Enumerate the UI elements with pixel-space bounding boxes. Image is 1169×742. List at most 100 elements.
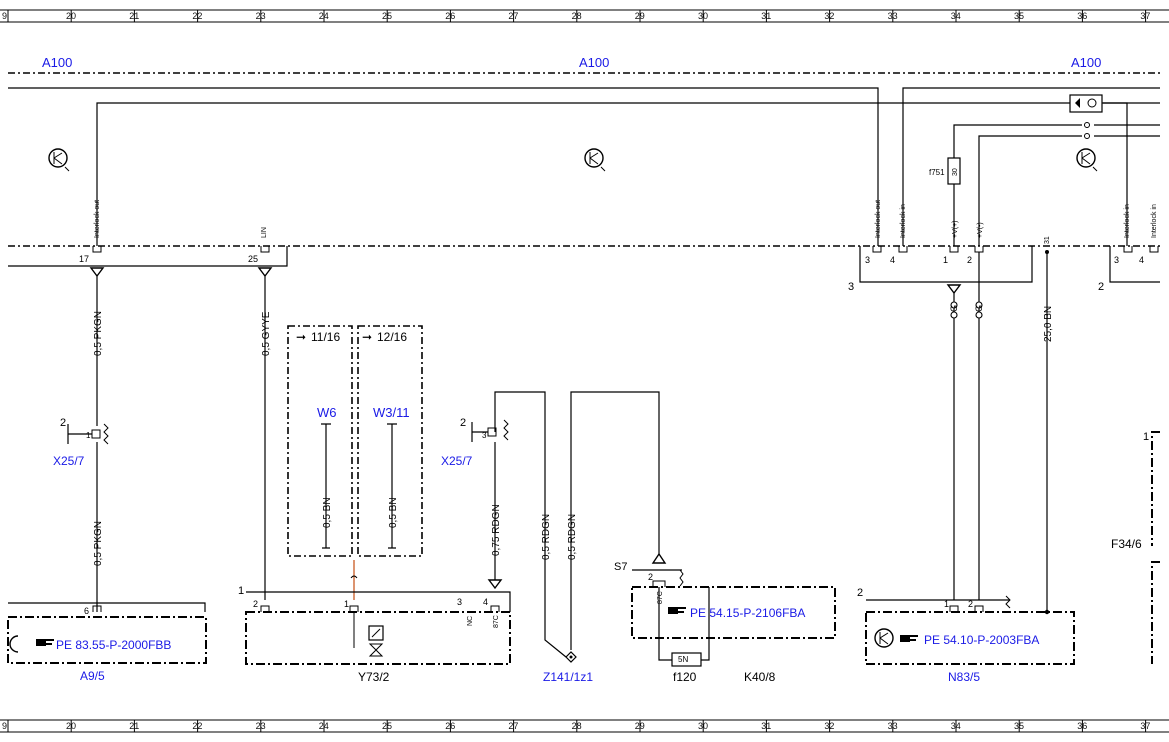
ruler-column-number: 9	[2, 11, 7, 21]
wire-rdgn-05	[570, 391, 660, 650]
ruler-column-number: 29	[635, 721, 645, 731]
n83-5-pin-sockets	[949, 605, 984, 612]
ruler-column-number: 33	[888, 11, 898, 21]
switch-s7-label: S7	[614, 561, 627, 573]
pin-number-2: 2	[1098, 281, 1104, 293]
ruler-column-number: 22	[192, 11, 202, 21]
a9-5-pin: 6	[84, 606, 89, 616]
bus-wire-interlock	[96, 102, 1128, 246]
k40-8-reference-link[interactable]: PE 54.15-P-2106FBA	[690, 606, 805, 620]
wire-label-rdgn: 0,5 RDGN	[567, 514, 578, 560]
a100-label-right: A100	[1071, 55, 1101, 70]
g-connector-rings	[950, 301, 983, 319]
ruler-column-number: 32	[824, 721, 834, 731]
fuse-f751: 30	[947, 157, 961, 185]
component-a9-5	[7, 616, 207, 664]
pin-number-3: 3	[1114, 255, 1119, 265]
wire-rdgn-075	[494, 391, 567, 658]
component-f34-6	[1151, 431, 1160, 546]
ruler-column-number: 36	[1077, 721, 1087, 731]
bus-wire-top	[8, 87, 879, 246]
fuse-f120	[671, 652, 702, 667]
connector-x25-7-right	[471, 419, 509, 442]
pin-lin: LIN	[261, 227, 268, 238]
connector-x25-7-label: X25/7	[441, 454, 473, 468]
wire-label-bn: 0,5 BN	[388, 497, 399, 528]
fuse-f120-label: f120	[673, 670, 697, 684]
pin-interlock-in: Interlock in	[900, 204, 907, 238]
y73-2-pin: 3	[457, 597, 462, 607]
pin-v-plus: +V(+)	[952, 220, 959, 238]
pin-interlock-in: Interlock in	[1151, 204, 1158, 238]
y73-2-pin: 4	[483, 597, 488, 607]
x25-7-pin: 1	[86, 431, 91, 440]
wire-label-rdgn: 0,5 RDGN	[541, 514, 552, 560]
small-terminal-icon	[1084, 122, 1090, 139]
ruler-column-number: 28	[572, 721, 582, 731]
n83-5-reference-link[interactable]: PE 54.10-P-2003FBA	[924, 633, 1039, 647]
electronic-module-icon	[584, 148, 606, 172]
ruler-column-number: 26	[445, 11, 455, 21]
ground-w6: W6	[317, 405, 337, 420]
n83-5-pin: 2	[857, 587, 863, 599]
ground-point-z141: Z141/1z1	[543, 670, 593, 684]
pin-31: 31	[1044, 236, 1051, 244]
component-f34-6-label: F34/6	[1111, 537, 1142, 551]
ref-box-w6	[287, 325, 353, 557]
wire-label-25-bn: 25,0 BN	[1043, 306, 1054, 342]
connector-strip-left	[8, 246, 288, 267]
hand-pointer-icon	[900, 635, 918, 642]
ruler-column-number: 37	[1140, 721, 1150, 731]
ruler-column-number: 37	[1140, 11, 1150, 21]
n83-5-pin: 2	[968, 599, 973, 609]
y73-2-87c: 87C	[493, 615, 500, 628]
fuse-f120-wires	[658, 587, 710, 661]
wire-color-g: G	[949, 305, 959, 312]
connector-strip-right	[1109, 246, 1160, 283]
wire-label-rdgn: 0,75 RDGN	[491, 504, 502, 556]
ruler-column-number: 20	[66, 721, 76, 731]
ruler-column-number: 35	[1014, 721, 1024, 731]
ruler-column-number: 20	[66, 11, 76, 21]
pin-numbers: 17 25 3 4 1 2 3 4 3 2	[79, 254, 1144, 293]
electronic-module-icon	[48, 148, 70, 172]
component-n83-5-label: N83/5	[948, 670, 980, 684]
ground-point-dot	[569, 655, 573, 659]
pin-number-3: 3	[865, 255, 870, 265]
ref-arrow-11-16: ➞	[296, 330, 306, 344]
y73-2-nc: NC	[467, 616, 474, 626]
ruler-column-number: 29	[635, 11, 645, 21]
fuse-f120-value: 5N	[678, 655, 688, 664]
pin-number-1: 1	[943, 255, 948, 265]
x25-7-pin: 2	[60, 417, 66, 429]
y73-2-pin: 1	[344, 599, 349, 609]
electronic-module-icon	[1076, 148, 1098, 172]
ref-12-16: 12/16	[377, 330, 407, 344]
pin-number-25: 25	[248, 254, 258, 264]
ruler-column-number: 34	[951, 721, 961, 731]
a100-label-mid: A100	[579, 55, 609, 70]
a9-5-reference-link[interactable]: PE 83.55-P-2000FBB	[56, 638, 171, 652]
hand-pointer-icon	[668, 607, 686, 614]
wire-label-pkgn: 0,5 PKGN	[93, 311, 104, 356]
ref-11-16: 11/16	[311, 330, 340, 344]
ruler-column-number: 23	[256, 11, 266, 21]
wire-w6	[321, 423, 331, 549]
ruler-column-number: 32	[824, 11, 834, 21]
junction-dot	[1044, 609, 1050, 615]
component-y73-2-label: Y73/2	[358, 670, 390, 684]
component-n83-5	[865, 611, 1075, 665]
component-k40-8-label: K40/8	[744, 670, 776, 684]
x25-7-pin: 3	[482, 431, 487, 440]
arrow-down-icon	[487, 579, 503, 590]
wire-label-bn: 0,5 BN	[322, 497, 333, 528]
ruler-column-number: 24	[319, 11, 329, 21]
pin-sockets	[92, 246, 1159, 253]
ruler-column-number: 27	[508, 11, 518, 21]
ref-box-w3-11	[357, 325, 423, 557]
ruler-column-number: 30	[698, 721, 708, 731]
solenoid-valve-icon	[353, 612, 384, 657]
pin-number-2: 2	[967, 255, 972, 265]
wire-label-pkgn: 0,5 PKGN	[93, 521, 104, 566]
